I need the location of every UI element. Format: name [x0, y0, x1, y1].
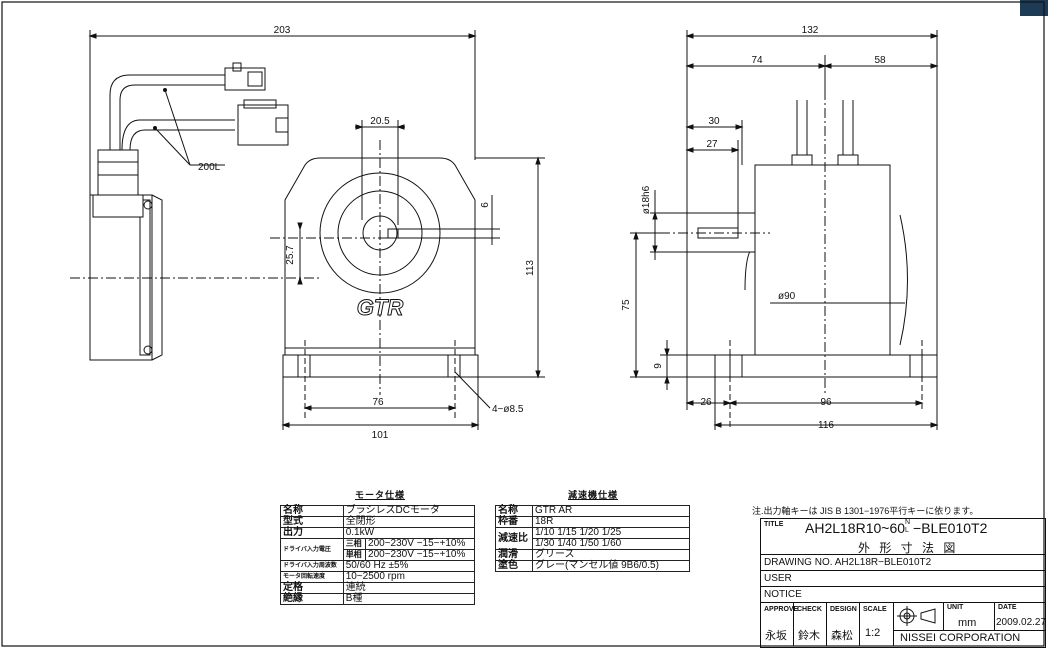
- dim-shaft-dia: 20.5: [370, 116, 390, 127]
- approver: 永坂: [765, 630, 787, 642]
- drawing-number: DRAWING NO. AH2L18R−BLE010T2: [764, 557, 932, 568]
- front-dimension-labels: 203 20.5 6 25.7 113 76 101 4−ø8.5 200L: [198, 25, 536, 441]
- dim-side-shaft-dia: ø18h6: [641, 185, 652, 214]
- company-name: NISSEI CORPORATION: [900, 632, 1021, 644]
- dim-base-width: 101: [372, 430, 389, 441]
- dim-offset: 26: [700, 397, 712, 408]
- dim-key-height: 25.7: [285, 245, 296, 265]
- side-view: [630, 30, 939, 430]
- dim-base-length: 116: [818, 420, 834, 431]
- dim-center-height: 75: [621, 299, 632, 311]
- table-row: 名称ブラシレスDCモータ: [280, 505, 476, 517]
- gtr-logo: GTR: [357, 295, 404, 320]
- scale-value: 1:2: [865, 627, 881, 639]
- title-block: [760, 518, 1046, 648]
- checker: 鈴木: [798, 630, 820, 642]
- side-dimension-labels: 132 74 58 30 27 ø18h6 75 9 ø90 26 96 116: [621, 25, 886, 431]
- dim-side-left: 74: [751, 55, 763, 66]
- note-text: 注.出力軸キーは JIS B 1301−1976平行キーに依ります。: [752, 506, 979, 516]
- dim-foot-span: 76: [372, 397, 384, 408]
- design-label: DESIGN: [830, 606, 857, 613]
- approve-label: APPROVE: [764, 606, 799, 613]
- title-label: TITLE: [764, 521, 784, 528]
- table-row: 塗色グレー(マンセル値 9B6/0.5): [495, 560, 690, 572]
- dim-side-overall: 132: [802, 25, 819, 36]
- dim-foot-thickness: 9: [653, 363, 664, 369]
- dim-cable: 200L: [198, 162, 221, 173]
- table-row: 潤滑グリース: [495, 549, 690, 561]
- dim-key-length: 27: [706, 139, 718, 150]
- dim-flange-dia: ø90: [778, 291, 796, 302]
- unit-label: UNIT: [947, 604, 964, 611]
- designer: 森松: [831, 630, 853, 642]
- projection-symbol-icon: [897, 606, 936, 626]
- dim-overall-width: 203: [274, 25, 291, 36]
- check-label: CHECK: [797, 606, 822, 613]
- title-jp: 外 形 寸 法 図: [858, 541, 959, 555]
- front-view: [70, 30, 545, 430]
- table-row: 定格連続: [280, 582, 476, 594]
- date-label: DATE: [998, 604, 1017, 611]
- dim-side-foot-span: 96: [820, 397, 832, 408]
- dim-holes: 4−ø8.5: [492, 404, 524, 415]
- notice-label: NOTICE: [764, 589, 802, 600]
- corner-tab: [1020, 0, 1048, 16]
- date-value: 2009.02.27: [996, 617, 1047, 628]
- table-row: 型式全閉形: [280, 516, 476, 528]
- scale-label: SCALE: [863, 606, 887, 613]
- dim-side-right: 58: [874, 55, 886, 66]
- reducer-spec-title: 減速機仕様: [568, 490, 619, 500]
- user-label: USER: [764, 573, 792, 584]
- dim-key-width: 6: [480, 202, 491, 208]
- dim-height: 113: [525, 260, 536, 276]
- dim-shaft-length: 30: [708, 116, 720, 127]
- unit-value: mm: [958, 617, 977, 629]
- motor-spec-title: モータ仕様: [355, 490, 406, 500]
